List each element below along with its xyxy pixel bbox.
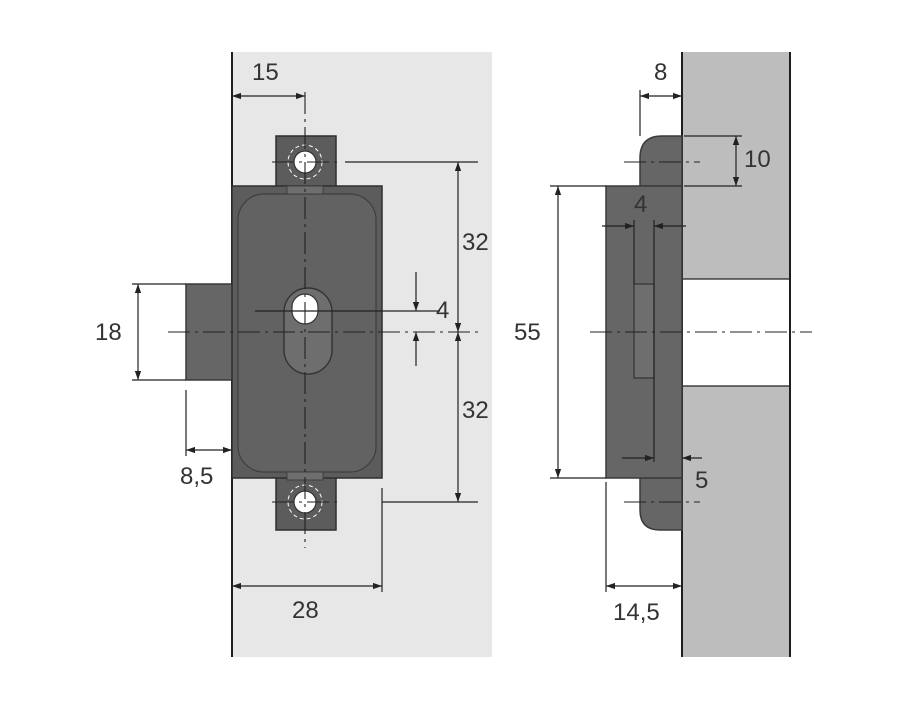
front-view: 15 32 32 4 18 8,5 28 (95, 52, 492, 657)
side-panel-lower (682, 386, 790, 657)
lower-flange (639, 477, 683, 531)
dim-upper-hole-distance: 32 (462, 229, 489, 256)
dim-slot-offset: 4 (436, 297, 449, 324)
dim-bolt-height: 18 (95, 319, 122, 346)
dim-body-height: 55 (514, 319, 541, 346)
dim-flange-height: 10 (744, 146, 771, 173)
dim-bottom-offset: 5 (695, 467, 708, 494)
dim-flange-thickness: 8 (654, 59, 667, 86)
side-slot (633, 283, 655, 379)
dim-inner-offset: 4 (634, 191, 647, 218)
dim-top-offset: 15 (252, 59, 279, 86)
dim-bolt-projection: 8,5 (180, 463, 213, 490)
dim-width: 28 (292, 597, 319, 624)
side-view: 8 10 4 55 5 14,5 (514, 52, 812, 657)
dim-lower-hole-distance: 32 (462, 397, 489, 424)
upper-flange (639, 135, 683, 187)
dim-depth: 14,5 (613, 599, 660, 626)
